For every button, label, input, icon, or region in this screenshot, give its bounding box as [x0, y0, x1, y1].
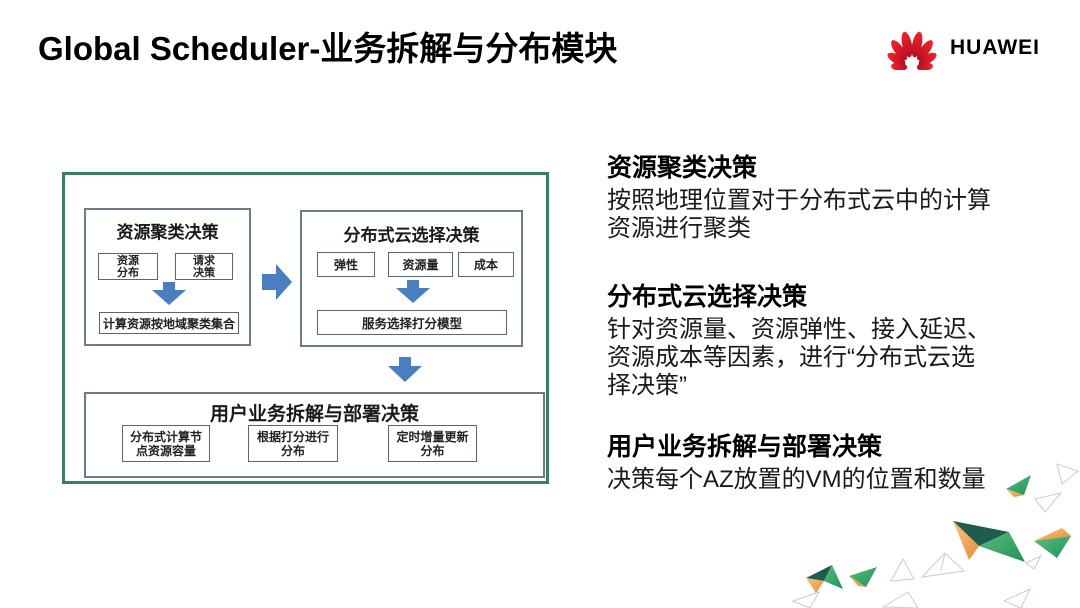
- box-regional-cluster-set: 计算资源按地域聚类集合: [99, 312, 239, 334]
- panel-resource-clustering: 资源聚类决策 资源 分布 请求 决策 计算资源按地域聚类集合: [84, 208, 251, 346]
- description-deployment: 用户业务拆解与部署决策 决策每个AZ放置的VM的位置和数量: [607, 432, 1075, 494]
- arrow-right-icon: [262, 264, 292, 300]
- box-request-decision: 请求 决策: [175, 253, 233, 280]
- box-score-distribution: 根据打分进行 分布: [248, 425, 338, 462]
- description-cloud-selection: 分布式云选择决策 针对资源量、资源弹性、接入延迟、 资源成本等因素，进行“分布式…: [607, 282, 1075, 400]
- box-resource-distribution: 资源 分布: [98, 253, 158, 280]
- panel-resource-title: 资源聚类决策: [116, 223, 219, 242]
- arrow-down-icon: [152, 282, 186, 305]
- diagram-frame: 资源聚类决策 资源 分布 请求 决策 计算资源按地域聚类集合 分布式云选择决策 …: [62, 172, 549, 484]
- box-node-capacity: 分布式计算节 点资源容量: [122, 425, 210, 462]
- description-resource-clustering: 资源聚类决策 按照地理位置对于分布式云中的计算 资源进行聚类: [607, 153, 1075, 243]
- box-cost: 成本: [458, 252, 514, 277]
- description-body: 针对资源量、资源弹性、接入延迟、 资源成本等因素，进行“分布式云选 择决策”: [607, 316, 991, 399]
- page-title: Global Scheduler-业务拆解与分布模块: [38, 30, 618, 67]
- huawei-wordmark: HUAWEI: [950, 36, 1040, 59]
- box-elasticity: 弹性: [317, 252, 375, 277]
- arrow-down-icon: [396, 280, 430, 303]
- description-body: 按照地理位置对于分布式云中的计算 资源进行聚类: [607, 187, 991, 242]
- box-scoring-model: 服务选择打分模型: [317, 310, 507, 335]
- panel-deployment-decision: 用户业务拆解与部署决策 分布式计算节 点资源容量 根据打分进行 分布 定时增量更…: [84, 392, 545, 478]
- description-heading: 用户业务拆解与部署决策: [607, 433, 883, 461]
- paper-planes-graphic: [791, 463, 1080, 608]
- huawei-flower-icon: [887, 31, 937, 70]
- box-resource-amount: 资源量: [388, 252, 453, 277]
- huawei-logo: HUAWEI: [884, 26, 1040, 70]
- panel-deploy-title: 用户业务拆解与部署决策: [209, 404, 419, 425]
- box-incremental-update: 定时增量更新 分布: [388, 425, 477, 462]
- description-heading: 资源聚类决策: [607, 154, 758, 182]
- panel-cloud-title: 分布式云选择决策: [343, 226, 480, 245]
- description-heading: 分布式云选择决策: [607, 283, 808, 311]
- arrow-down-icon: [388, 357, 422, 382]
- panel-cloud-selection: 分布式云选择决策 弹性 资源量 成本 服务选择打分模型: [300, 210, 523, 347]
- description-body: 决策每个AZ放置的VM的位置和数量: [607, 466, 986, 493]
